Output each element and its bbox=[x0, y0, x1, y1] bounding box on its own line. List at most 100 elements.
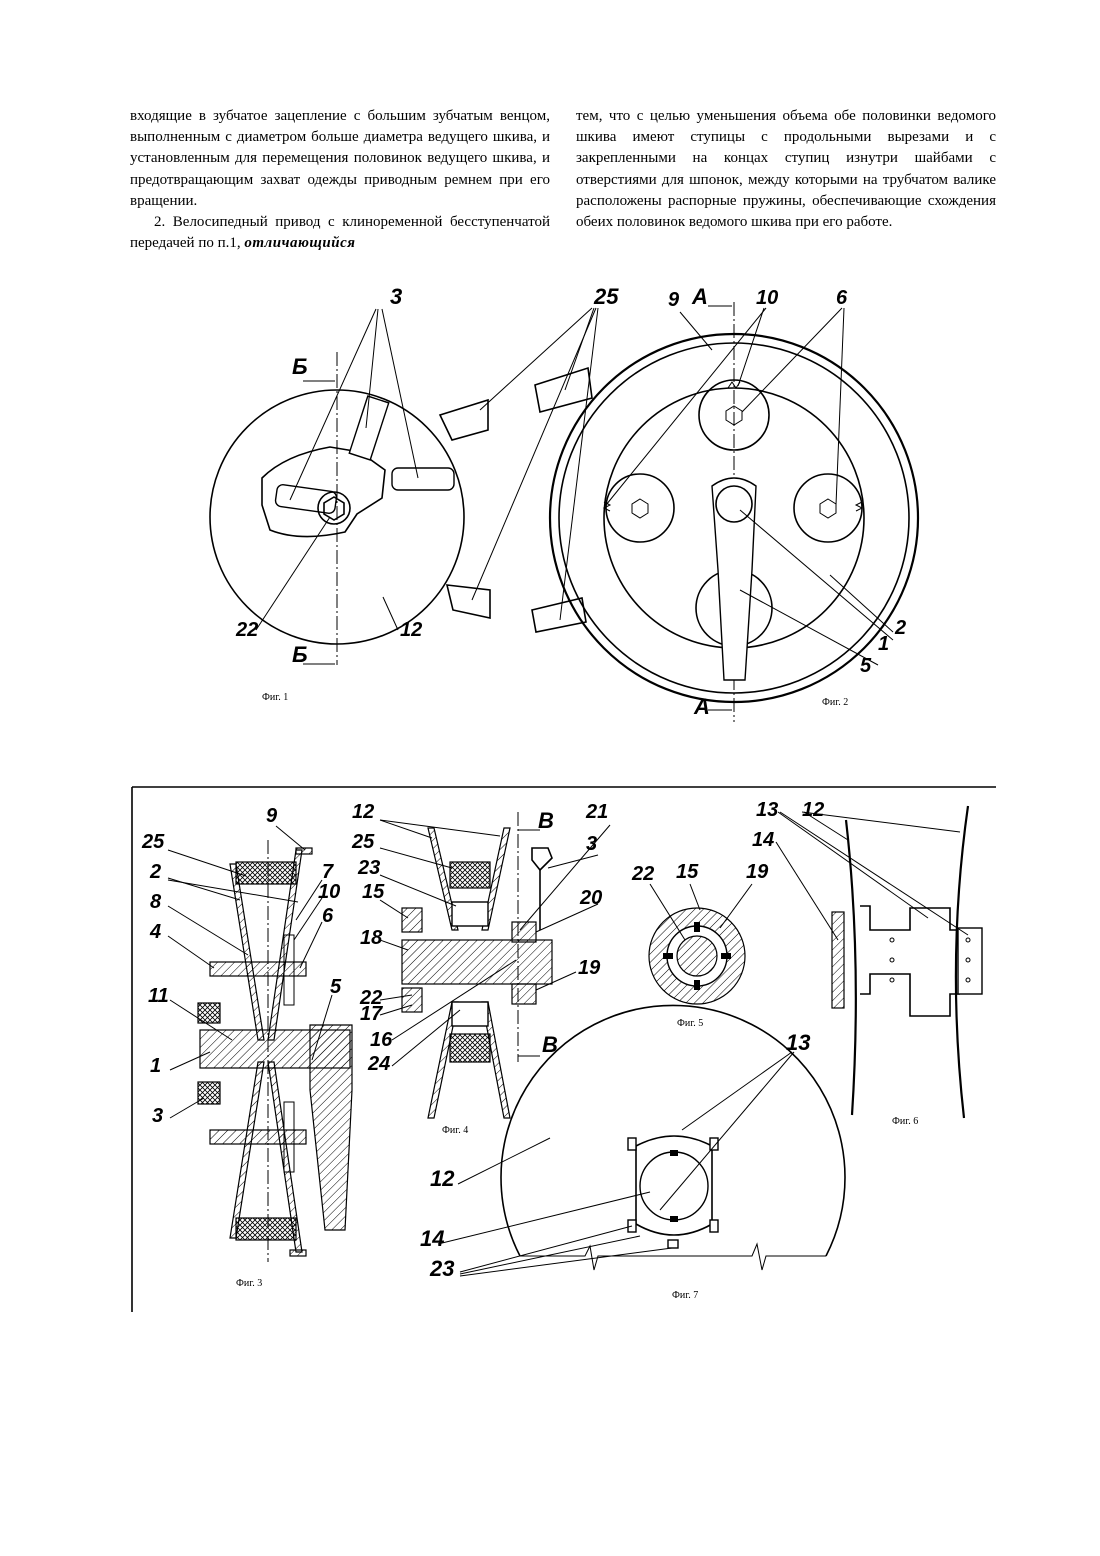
fig2-boss-left-nut bbox=[632, 499, 648, 518]
fig6-label-13: 13 bbox=[756, 799, 778, 821]
fig1-leader-3c bbox=[382, 309, 418, 478]
fig3-belt-top bbox=[236, 862, 296, 884]
fig2-boss-left bbox=[606, 474, 674, 542]
fig2-crank-arm bbox=[712, 478, 756, 680]
fig2-leader-25c bbox=[472, 308, 596, 600]
fig4-label-25: 25 bbox=[351, 831, 375, 853]
fig1-label-b-bottom: Б bbox=[292, 642, 308, 667]
fig1-crank-stub bbox=[349, 396, 388, 460]
fig3-gear-bottom bbox=[198, 1082, 220, 1104]
fig3-caption: Фиг. 3 bbox=[236, 1278, 262, 1289]
fig3-bolt-bottom bbox=[210, 1130, 306, 1144]
fig3-crank-arm bbox=[310, 1025, 352, 1230]
figure-5: 22 15 19 Фиг. 5 bbox=[631, 861, 769, 1029]
fig2-label-10: 10 bbox=[756, 287, 778, 309]
fig3-label-6: 6 bbox=[322, 905, 334, 927]
fig4-leader-12b bbox=[380, 820, 500, 836]
fig4-label-3: 3 bbox=[586, 833, 597, 855]
fig3-label-9: 9 bbox=[266, 805, 278, 827]
figure-4: 12 21 В 25 3 23 15 20 18 19 22 17 16 24 … bbox=[351, 801, 610, 1136]
fig3-leader-10 bbox=[294, 898, 322, 940]
fig3-label-11: 11 bbox=[148, 985, 169, 1007]
figure-3: 9 25 2 7 8 10 6 4 5 11 1 3 Фиг. 3 bbox=[141, 805, 352, 1289]
fig3-label-7: 7 bbox=[322, 861, 334, 883]
fig6-hub-bottom-profile bbox=[860, 974, 960, 1016]
fig3-leader-3 bbox=[170, 1098, 204, 1118]
fig5-leader-19 bbox=[720, 884, 752, 928]
fig1-leader-22 bbox=[256, 517, 330, 630]
fig5-label-19: 19 bbox=[746, 861, 769, 883]
fig1-label-22: 22 bbox=[235, 619, 258, 641]
fig3-belt-bottom bbox=[236, 1218, 296, 1240]
fig4-hub-flange-top bbox=[402, 908, 422, 932]
figure-1: 3 Б Б 22 12 Фиг. 1 bbox=[210, 284, 490, 703]
fig3-leader-25 bbox=[168, 850, 246, 876]
fig4-label-16: 16 bbox=[370, 1029, 393, 1051]
fig4-label-15: 15 bbox=[362, 881, 385, 903]
fig1-pedal-arm bbox=[392, 468, 454, 490]
fig7-leader-23b bbox=[460, 1236, 640, 1274]
fig7-lug-5 bbox=[668, 1240, 678, 1248]
fig1-belt-upper bbox=[440, 400, 488, 440]
fig3-label-5: 5 bbox=[330, 976, 342, 998]
fig5-shaft bbox=[677, 936, 717, 976]
fig4-lever-end bbox=[532, 848, 552, 870]
fig3-ring-bottom bbox=[290, 1250, 306, 1256]
fig7-key-bottom bbox=[670, 1216, 678, 1222]
fig3-leader-6 bbox=[300, 922, 322, 968]
fig3-leader-8 bbox=[168, 906, 248, 955]
fig2-label-a-bottom: А bbox=[693, 694, 710, 719]
fig2-label-2: 2 bbox=[894, 617, 906, 639]
fig2-leader-10a bbox=[738, 308, 764, 386]
fig4-label-21: 21 bbox=[585, 801, 608, 823]
fig2-belt-upper bbox=[535, 368, 592, 412]
fig7-bore bbox=[640, 1152, 708, 1220]
fig5-leader-15 bbox=[690, 884, 700, 910]
fig6-hub-top-profile bbox=[860, 906, 960, 930]
fig2-label-a-top: А bbox=[691, 284, 708, 309]
fig7-lug-4 bbox=[710, 1220, 718, 1232]
fig4-tubular-shaft bbox=[402, 940, 552, 984]
fig2-label-9: 9 bbox=[668, 289, 680, 311]
fig7-lug-1 bbox=[628, 1138, 636, 1150]
fig4-label-v-top: В bbox=[538, 808, 554, 833]
fig4-caption: Фиг. 4 bbox=[442, 1125, 468, 1136]
fig4-label-v-bottom: В bbox=[542, 1032, 558, 1057]
fig1-belt-lower bbox=[447, 585, 490, 618]
fig2-caption: Фиг. 2 bbox=[822, 697, 848, 708]
figure-2: 25 9 А 10 6 1 2 5 А Фиг. 2 bbox=[472, 284, 918, 722]
fig7-label-13: 13 bbox=[786, 1030, 810, 1055]
fig3-label-1: 1 bbox=[150, 1055, 161, 1077]
fig1-label-b-top: Б bbox=[292, 354, 308, 379]
fig2-label-5: 5 bbox=[860, 655, 872, 677]
fig7-label-23: 23 bbox=[429, 1256, 454, 1281]
fig4-label-24: 24 bbox=[367, 1053, 390, 1075]
fig3-label-2: 2 bbox=[149, 861, 161, 883]
fig7-label-14: 14 bbox=[420, 1226, 444, 1251]
fig2-leader-10b bbox=[606, 308, 766, 505]
fig3-bolt-top bbox=[210, 962, 306, 976]
fig4-spring-bottom bbox=[452, 1002, 488, 1026]
fig7-leader-13b bbox=[660, 1052, 794, 1210]
fig3-pulley-left-bottom bbox=[230, 1062, 264, 1238]
fig3-label-3: 3 bbox=[152, 1105, 163, 1127]
fig7-leader-14 bbox=[438, 1192, 650, 1244]
fig4-label-19: 19 bbox=[578, 957, 601, 979]
fig5-key-top bbox=[694, 922, 700, 932]
fig4-hub-flange-bottom bbox=[402, 988, 422, 1012]
fig7-leader-13a bbox=[682, 1052, 792, 1130]
fig3-leader-9 bbox=[276, 826, 305, 850]
fig4-label-12: 12 bbox=[352, 801, 374, 823]
fig4-label-18: 18 bbox=[360, 927, 383, 949]
fig3-label-4: 4 bbox=[149, 921, 161, 943]
fig6-washer-left bbox=[832, 912, 844, 1008]
fig7-caption: Фиг. 7 bbox=[672, 1290, 698, 1301]
fig4-leader-12a bbox=[380, 820, 432, 838]
fig4-spring-top bbox=[452, 902, 488, 926]
fig5-caption: Фиг. 5 bbox=[677, 1018, 703, 1029]
fig1-label-12: 12 bbox=[400, 619, 422, 641]
fig1-caption: Фиг. 1 bbox=[262, 692, 288, 703]
fig2-leader-5 bbox=[740, 590, 878, 665]
fig4-label-23: 23 bbox=[357, 857, 380, 879]
